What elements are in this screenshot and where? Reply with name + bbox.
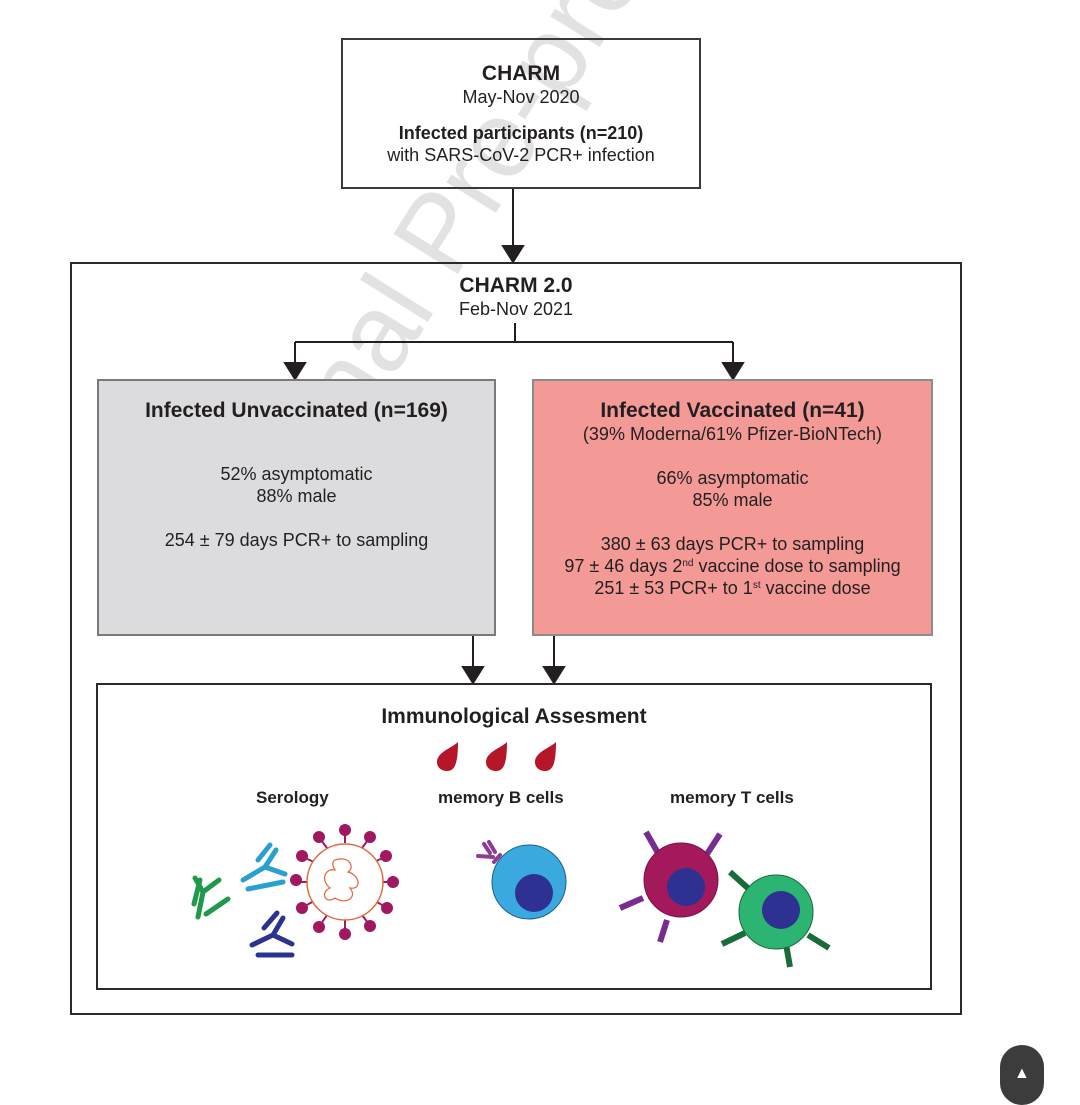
unvaccinated-title: Infected Unvaccinated (n=169) [145,399,448,422]
blood-drop-icon [535,742,556,771]
vaccinated-dose1: 251 ± 53 PCR+ to 1st vaccine dose [594,578,871,598]
arrowhead [721,362,745,381]
scroll-top-button[interactable]: ▲ [1000,1045,1044,1105]
vaccinated-days: 380 ± 63 days PCR+ to sampling [600,534,865,554]
charm-cohort-desc: with SARS-CoV-2 PCR+ infection [387,145,655,165]
charm2-period: Feb-Nov 2021 [458,299,574,319]
t-cell-icon [618,830,723,943]
blood-drop-icon [486,742,507,771]
memory-b-label: memory B cells [438,788,564,807]
serology-label: Serology [256,788,329,807]
assessment-title: Immunological Assesment [381,705,647,728]
scroll-top-icon: ▲ [1014,1065,1030,1082]
antibody-icon [240,842,288,892]
unvaccinated-asymptomatic: 52% asymptomatic [220,464,373,484]
flow-connectors [283,189,745,685]
assessment-illustrations [191,742,831,968]
virus-icon [290,824,399,940]
arrowhead [461,666,485,685]
charm-2-box: CHARM 2.0 Feb-Nov 2021 [70,262,962,1015]
charm2-title: CHARM 2.0 [459,274,573,297]
charm-period: May-Nov 2020 [462,87,580,107]
unvaccinated-male: 88% male [256,486,337,506]
arrowhead [283,362,307,381]
immunological-assessment-box: Immunological Assesment [96,683,932,990]
b-cell-icon [476,840,567,920]
t-cell-icon [720,869,831,968]
charm-cohort: Infected participants (n=210) [398,123,644,143]
vaccinated-box: Infected Vaccinated (n=41) (39% Moderna/… [532,379,933,636]
memory-t-label: memory T cells [670,788,794,807]
vaccinated-male: 85% male [692,490,773,510]
arrowhead [542,666,566,685]
vaccinated-dose2: 97 ± 46 days 2nd vaccine dose to samplin… [564,556,901,576]
blood-drop-icon [437,742,458,771]
arrowhead [501,245,525,264]
charm-2020-box: CHARM May-Nov 2020 Infected participants… [341,38,701,189]
vaccinated-title: Infected Vaccinated (n=41) [600,399,865,422]
unvaccinated-days: 254 ± 79 days PCR+ to sampling [164,530,429,550]
vaccinated-asymptomatic: 66% asymptomatic [656,468,809,488]
antibody-icon [191,875,231,920]
vaccinated-vaccine-split: (39% Moderna/61% Pfizer-BioNTech) [582,424,883,444]
antibody-icon [249,910,295,958]
unvaccinated-box: Infected Unvaccinated (n=169) 52% asympt… [97,379,496,636]
charm-title: CHARM [481,62,561,85]
